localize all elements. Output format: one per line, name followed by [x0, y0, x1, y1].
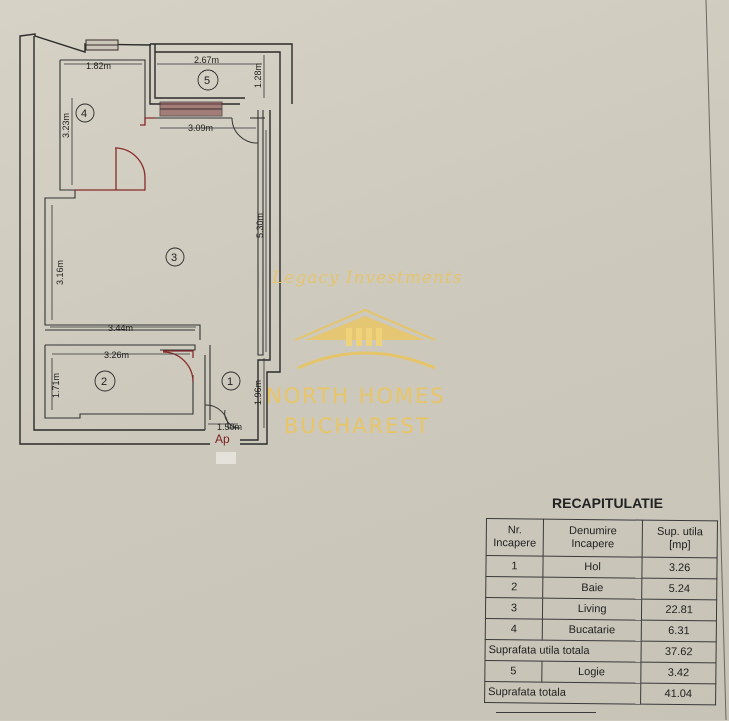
cell-nr: 5 — [484, 660, 542, 683]
cell-name: Hol — [542, 556, 643, 579]
room-number-4: 4 — [81, 108, 87, 120]
dim-label: 3.23m — [61, 113, 71, 138]
room-number-5: 5 — [204, 75, 210, 87]
table-row: 1 Hol 3.26 — [485, 555, 718, 579]
dim-label: 3.09m — [188, 123, 213, 133]
dimension-lines — [50, 55, 267, 428]
cut-off-row — [496, 712, 596, 721]
watermark-logo — [294, 308, 436, 370]
grand-total-label: Suprafata totala — [484, 681, 641, 705]
cell-name: Logie — [541, 661, 642, 684]
useful-total-label: Suprafata utila totala — [485, 639, 642, 663]
room-markers — [75, 69, 241, 392]
grand-total-row: Suprafata totala 41.04 — [484, 681, 716, 705]
dim-label: 3.26m — [104, 350, 129, 360]
dim-label: 1.28m — [253, 63, 263, 88]
useful-total-row: Suprafata utila totala 37.62 — [485, 639, 717, 663]
dimension-labels: 1.82m 2.67m 1.28m 3.23m 3.09m 5.30m 3.16… — [51, 55, 265, 432]
recap-table: Nr. Incapere Denumire Incapere Sup. util… — [484, 518, 718, 705]
kitchen-partition — [75, 117, 194, 383]
room-number-3: 3 — [171, 252, 177, 264]
cell-nr: 3 — [485, 597, 543, 620]
watermark-brand-line2: BUCHAREST — [284, 414, 431, 438]
dim-label: 2.67m — [194, 55, 219, 65]
room-numbers: 1 2 3 4 5 — [81, 75, 233, 388]
cell-name: Baie — [542, 577, 643, 600]
cell-nr: 4 — [485, 618, 543, 641]
dim-label: 5.30m — [255, 213, 265, 238]
table-row: 3 Living 22.81 — [485, 597, 717, 621]
loggia-row: 5 Logie 3.42 — [484, 660, 716, 684]
entrance-mark — [216, 452, 236, 464]
cell-name: Bucatarie — [542, 619, 642, 642]
room-number-1: 1 — [227, 376, 233, 388]
watermark-script: Legacy Investments — [272, 268, 463, 288]
interior-walls — [44, 59, 265, 430]
watermark-brand-line1: NORTH HOMES — [266, 384, 446, 408]
cell-nr: 1 — [485, 555, 544, 578]
dim-label: 1.82m — [86, 61, 111, 71]
table-row: 2 Baie 5.24 — [485, 576, 717, 600]
entrance-label: Ap — [215, 432, 230, 446]
dim-label: 1.96m — [253, 380, 263, 405]
paper-edge — [705, 0, 727, 720]
dim-label: 3.44m — [108, 323, 133, 333]
recap-title: RECAPITULATIE — [552, 495, 663, 511]
cell-nr: 2 — [485, 576, 543, 599]
table-row: 4 Bucatarie 6.31 — [485, 618, 717, 642]
header-name: Denumire Incapere — [543, 519, 643, 558]
cell-name: Living — [542, 598, 642, 621]
windows — [85, 39, 223, 117]
dim-label: 1.50m — [217, 422, 242, 432]
room-number-2: 2 — [101, 376, 107, 388]
dim-label: 1.71m — [51, 373, 61, 398]
header-nr: Nr. Incapere — [486, 518, 544, 557]
dim-label: 3.16m — [55, 260, 65, 285]
recap-header-row: Nr. Incapere Denumire Incapere Sup. util… — [486, 518, 718, 558]
exterior-walls — [19, 33, 293, 445]
